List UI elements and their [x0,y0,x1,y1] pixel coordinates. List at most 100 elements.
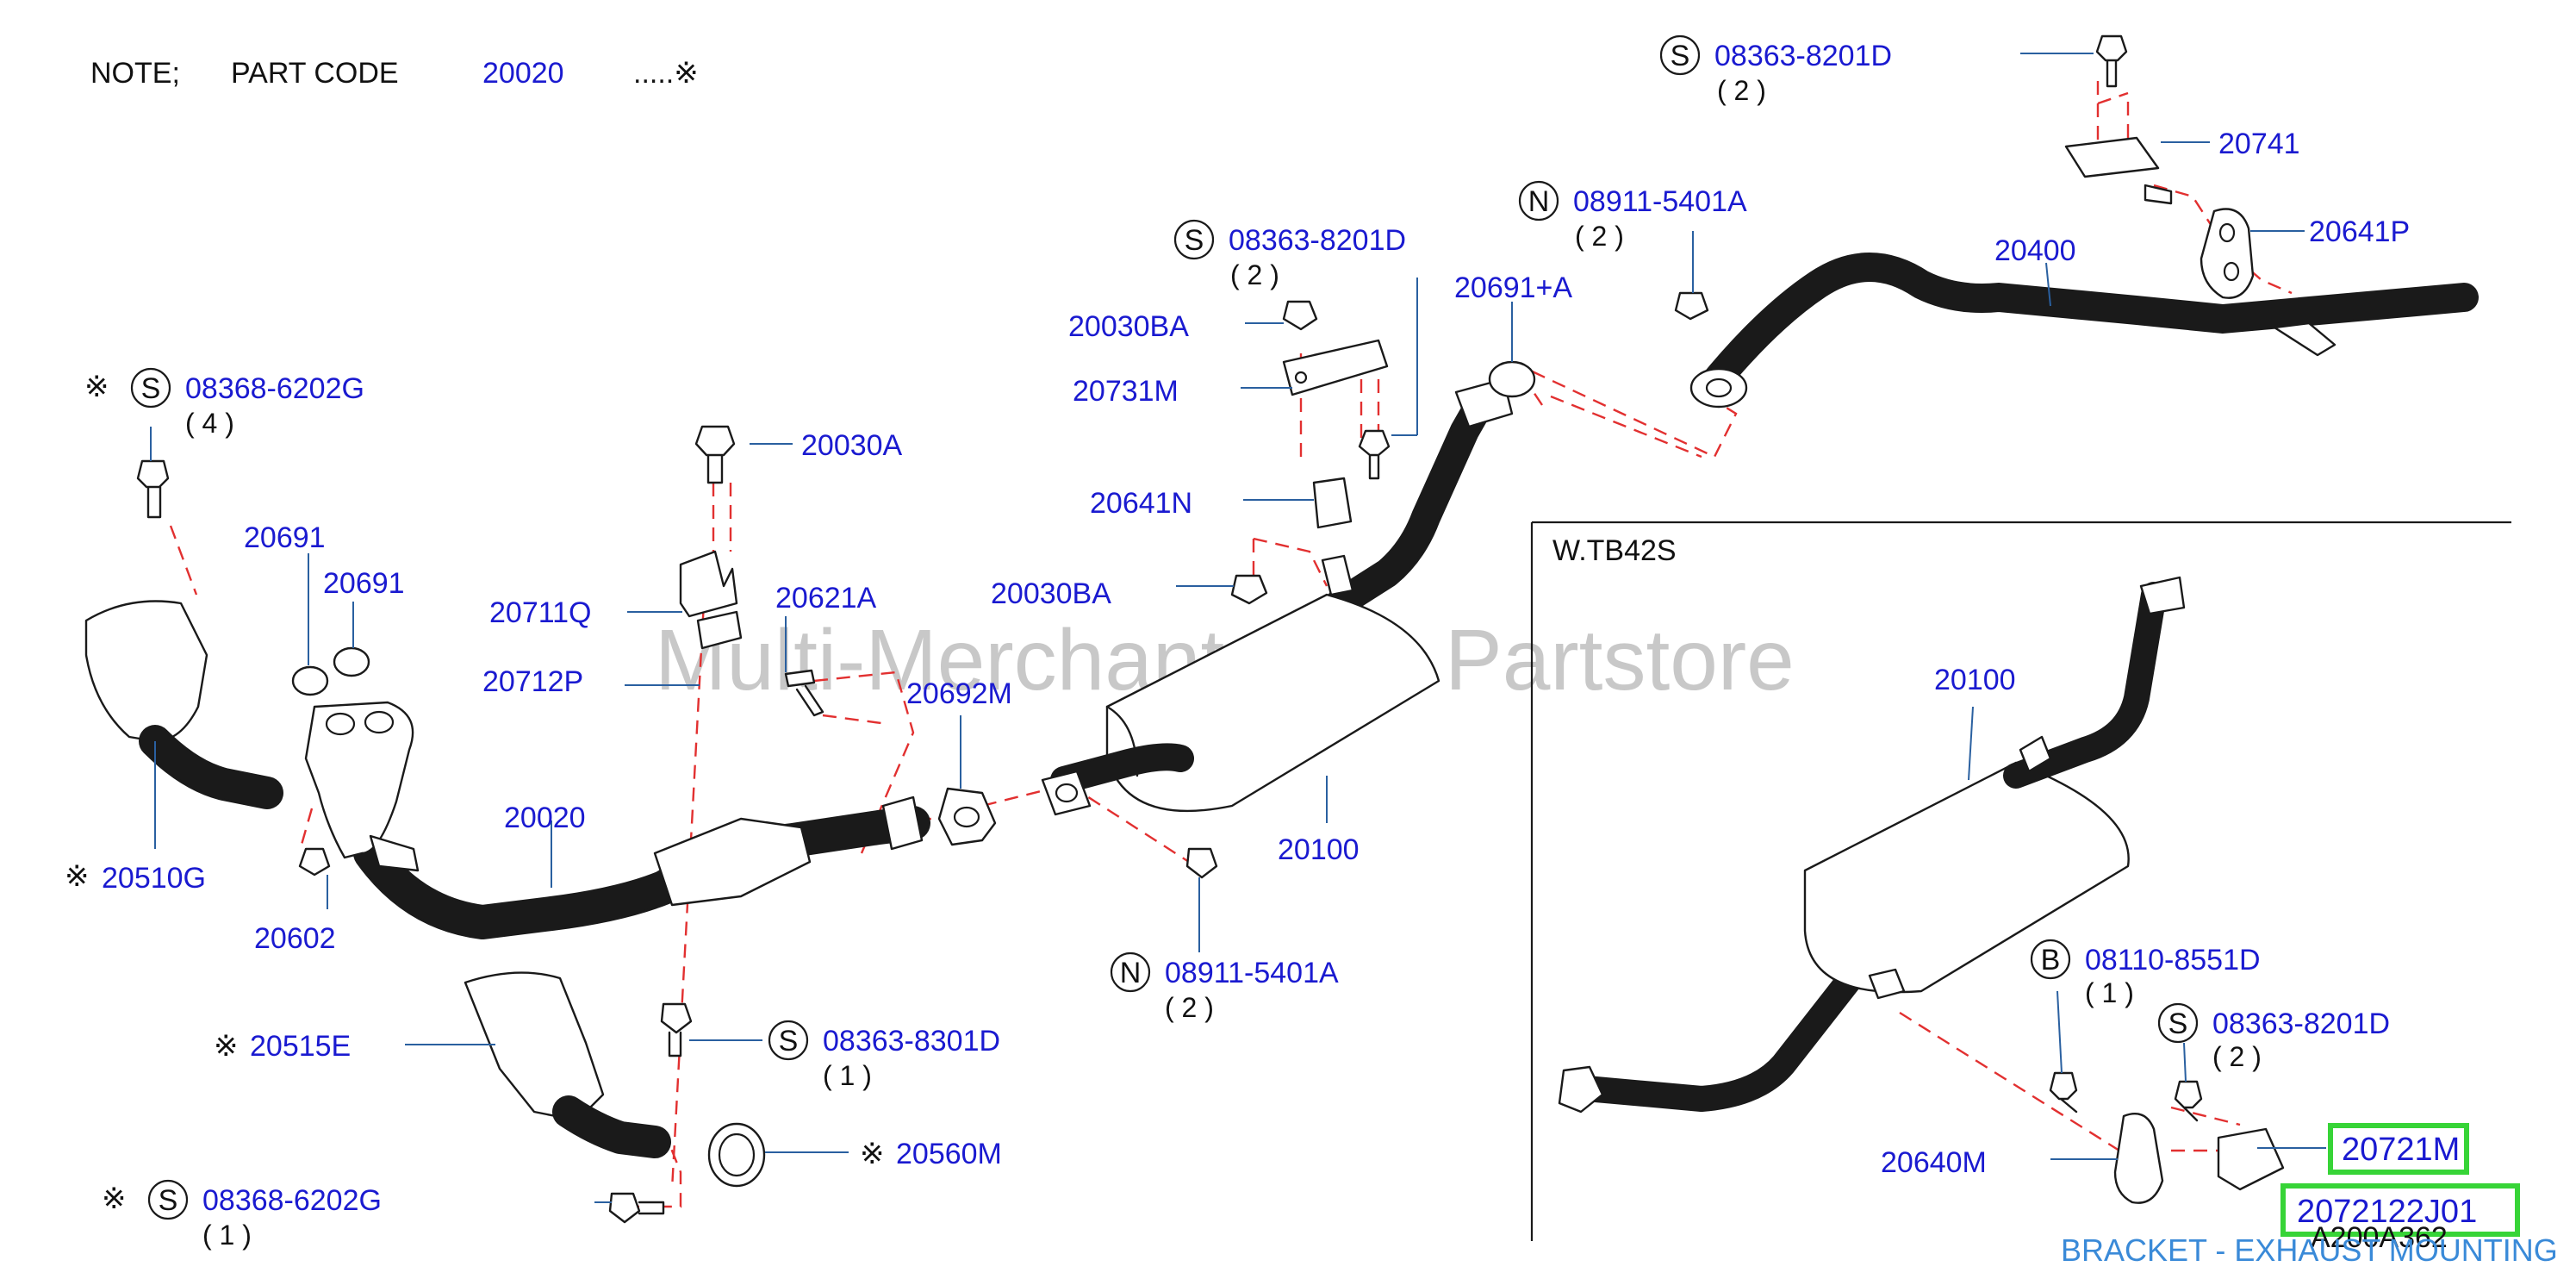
nut-08911-low [1185,847,1218,879]
callout-s-mid-code: 08363-8201D [1229,224,1406,257]
label-20691A: 20691+A [1454,271,1572,304]
label-20100-inset: 20100 [1934,664,2016,696]
callout-s-inset-letter: S [2168,1008,2188,1040]
callout-n-top-letter: N [1528,185,1550,218]
nut-08911-top [1674,291,1709,321]
callout-n-top: N 08911-5401A ( 2 ) [1518,180,1747,252]
part-labels: 20741 20641P 20400 20691+A 20030BA 20731… [65,128,2410,1179]
catalytic-converter [653,817,812,907]
callout-b-inset-qty: ( 1 ) [2085,977,2134,1008]
label-20515E: 20515E [250,1030,351,1063]
inset-inlet-flange [1558,1065,1604,1114]
label-20602: 20602 [254,922,336,955]
callout-s-lowmid-letter: S [779,1025,799,1058]
label-20621A: 20621A [775,582,877,615]
callout-n-low-code: 08911-5401A [1165,957,1339,989]
highlight-part-label[interactable]: 20721M [2342,1132,2460,1168]
front-brackets [679,425,824,717]
label-20510G: 20510G [102,862,206,895]
label-20741: 20741 [2218,128,2300,160]
callout-s-bottom: ※ S 08368-6202G ( 1 ) [102,1179,382,1251]
gasket-20691-b [333,646,370,677]
callout-s-bottom-code: 08368-6202G [202,1184,382,1217]
callout-s-top-qty: ( 2 ) [1717,75,1766,106]
callout-s-mid-letter: S [1185,224,1204,257]
bolt-20030A [694,425,736,484]
heat-shield-20510G [84,600,208,743]
bracket-20711Q [679,550,738,618]
callout-s-left-code: 08368-6202G [185,372,364,405]
highlight-part-number[interactable]: 2072122J01 [2297,1194,2477,1230]
callout-s-top: S 08363-8201D ( 2 ) [1659,34,1892,106]
callout-s-left-qty: ( 4 ) [185,408,234,439]
highlighted-part[interactable]: 20721M 2072122J01 [2280,1123,2520,1237]
callout-n-top-code: 08911-5401A [1573,185,1747,218]
inset-muffler-bracket [2019,735,2052,773]
label-20712P: 20712P [482,665,583,698]
callout-s-inset-qty: ( 2 ) [2212,1041,2262,1072]
inset-bracket-20721M [2217,1127,2285,1191]
bolt-08368-bottom [608,1192,665,1224]
inset-bolt-S [2174,1080,2203,1122]
tail-pipe-group [1674,34,2479,409]
callout-n-low-letter: N [1120,957,1142,989]
label-20030BA-top: 20030BA [1068,310,1189,343]
callout-s-top-code: 08363-8201D [1714,40,1892,72]
tail-pipe-hanger-rod [2273,321,2336,357]
callout-n-low-qty: ( 2 ) [1165,992,1214,1023]
left-pipes [84,459,766,1224]
leader-lines [150,53,2326,1203]
callout-s-lowmid-qty: ( 1 ) [823,1060,872,1091]
bolt-20741 [2095,34,2128,88]
guide-20621A [813,671,915,854]
stud-20621A [784,669,824,717]
callout-b-inset-code: 08110-8551D [2085,944,2261,976]
callout-s-top-letter: S [1671,40,1690,72]
front-pipe-manifold-flange [304,701,414,859]
gasket-20691A [1488,360,1536,398]
callout-s-inset-code: 08363-8201D [2212,1008,2390,1040]
front-pipe-group [291,646,997,939]
ref-mark-20560M: ※ [860,1138,885,1170]
guide-20692M [895,783,1190,864]
inset-frame: W.TB42S [1530,521,2511,1241]
callout-s-left-letter: S [141,372,161,405]
label-20020: 20020 [504,802,586,834]
callout-s-bottom-letter: S [159,1184,178,1217]
nut-20030BA-top [1282,300,1318,331]
part-code-note: NOTE; PART CODE 20020 .....※ [90,57,699,90]
heat-shield-20515E [464,971,605,1122]
inset-title: W.TB42S [1552,534,1677,567]
bracket-20712P [696,610,743,650]
note-label: PART CODE [231,57,399,90]
label-20691-b: 20691 [323,567,405,600]
bolt-08368-left [136,459,170,519]
muffler-bracket [1321,554,1354,596]
guide-20641P [2153,184,2293,295]
label-20731M: 20731M [1073,375,1179,408]
rubber-hanger-20641P [2200,208,2255,299]
label-20641P: 20641P [2309,215,2410,248]
label-20692M: 20692M [906,677,1012,710]
highlight-box-20721M [2328,1123,2469,1175]
gasket-20691-a [291,665,329,696]
callout-n-top-qty: ( 2 ) [1575,221,1624,252]
ref-mark-20510G: ※ [65,860,90,893]
inset-lower-bracket [1868,968,1906,1000]
label-20560M: 20560M [896,1138,1002,1170]
callout-s-mid-qty: ( 2 ) [1230,259,1279,290]
label-20641N: 20641N [1090,487,1192,520]
callout-s-inset: S 08363-8201D ( 2 ) [2157,1002,2390,1072]
inset-tail-flange [2139,576,2186,615]
callout-s-left: ※ S 08368-6202G ( 4 ) [84,367,364,439]
inset-hanger-20640M [2113,1112,2164,1204]
callout-b-inset-letter: B [2041,944,2061,976]
callout-s-bottom-mark: ※ [102,1182,127,1215]
note-mark: .....※ [633,57,699,90]
hanger-stack [1230,300,1391,605]
bolt-08363-8301D [660,1002,693,1058]
diagram-reference-code: A200A362 [2311,1221,2448,1254]
front-pipe-collar [369,834,420,872]
nut-20602 [298,847,331,877]
